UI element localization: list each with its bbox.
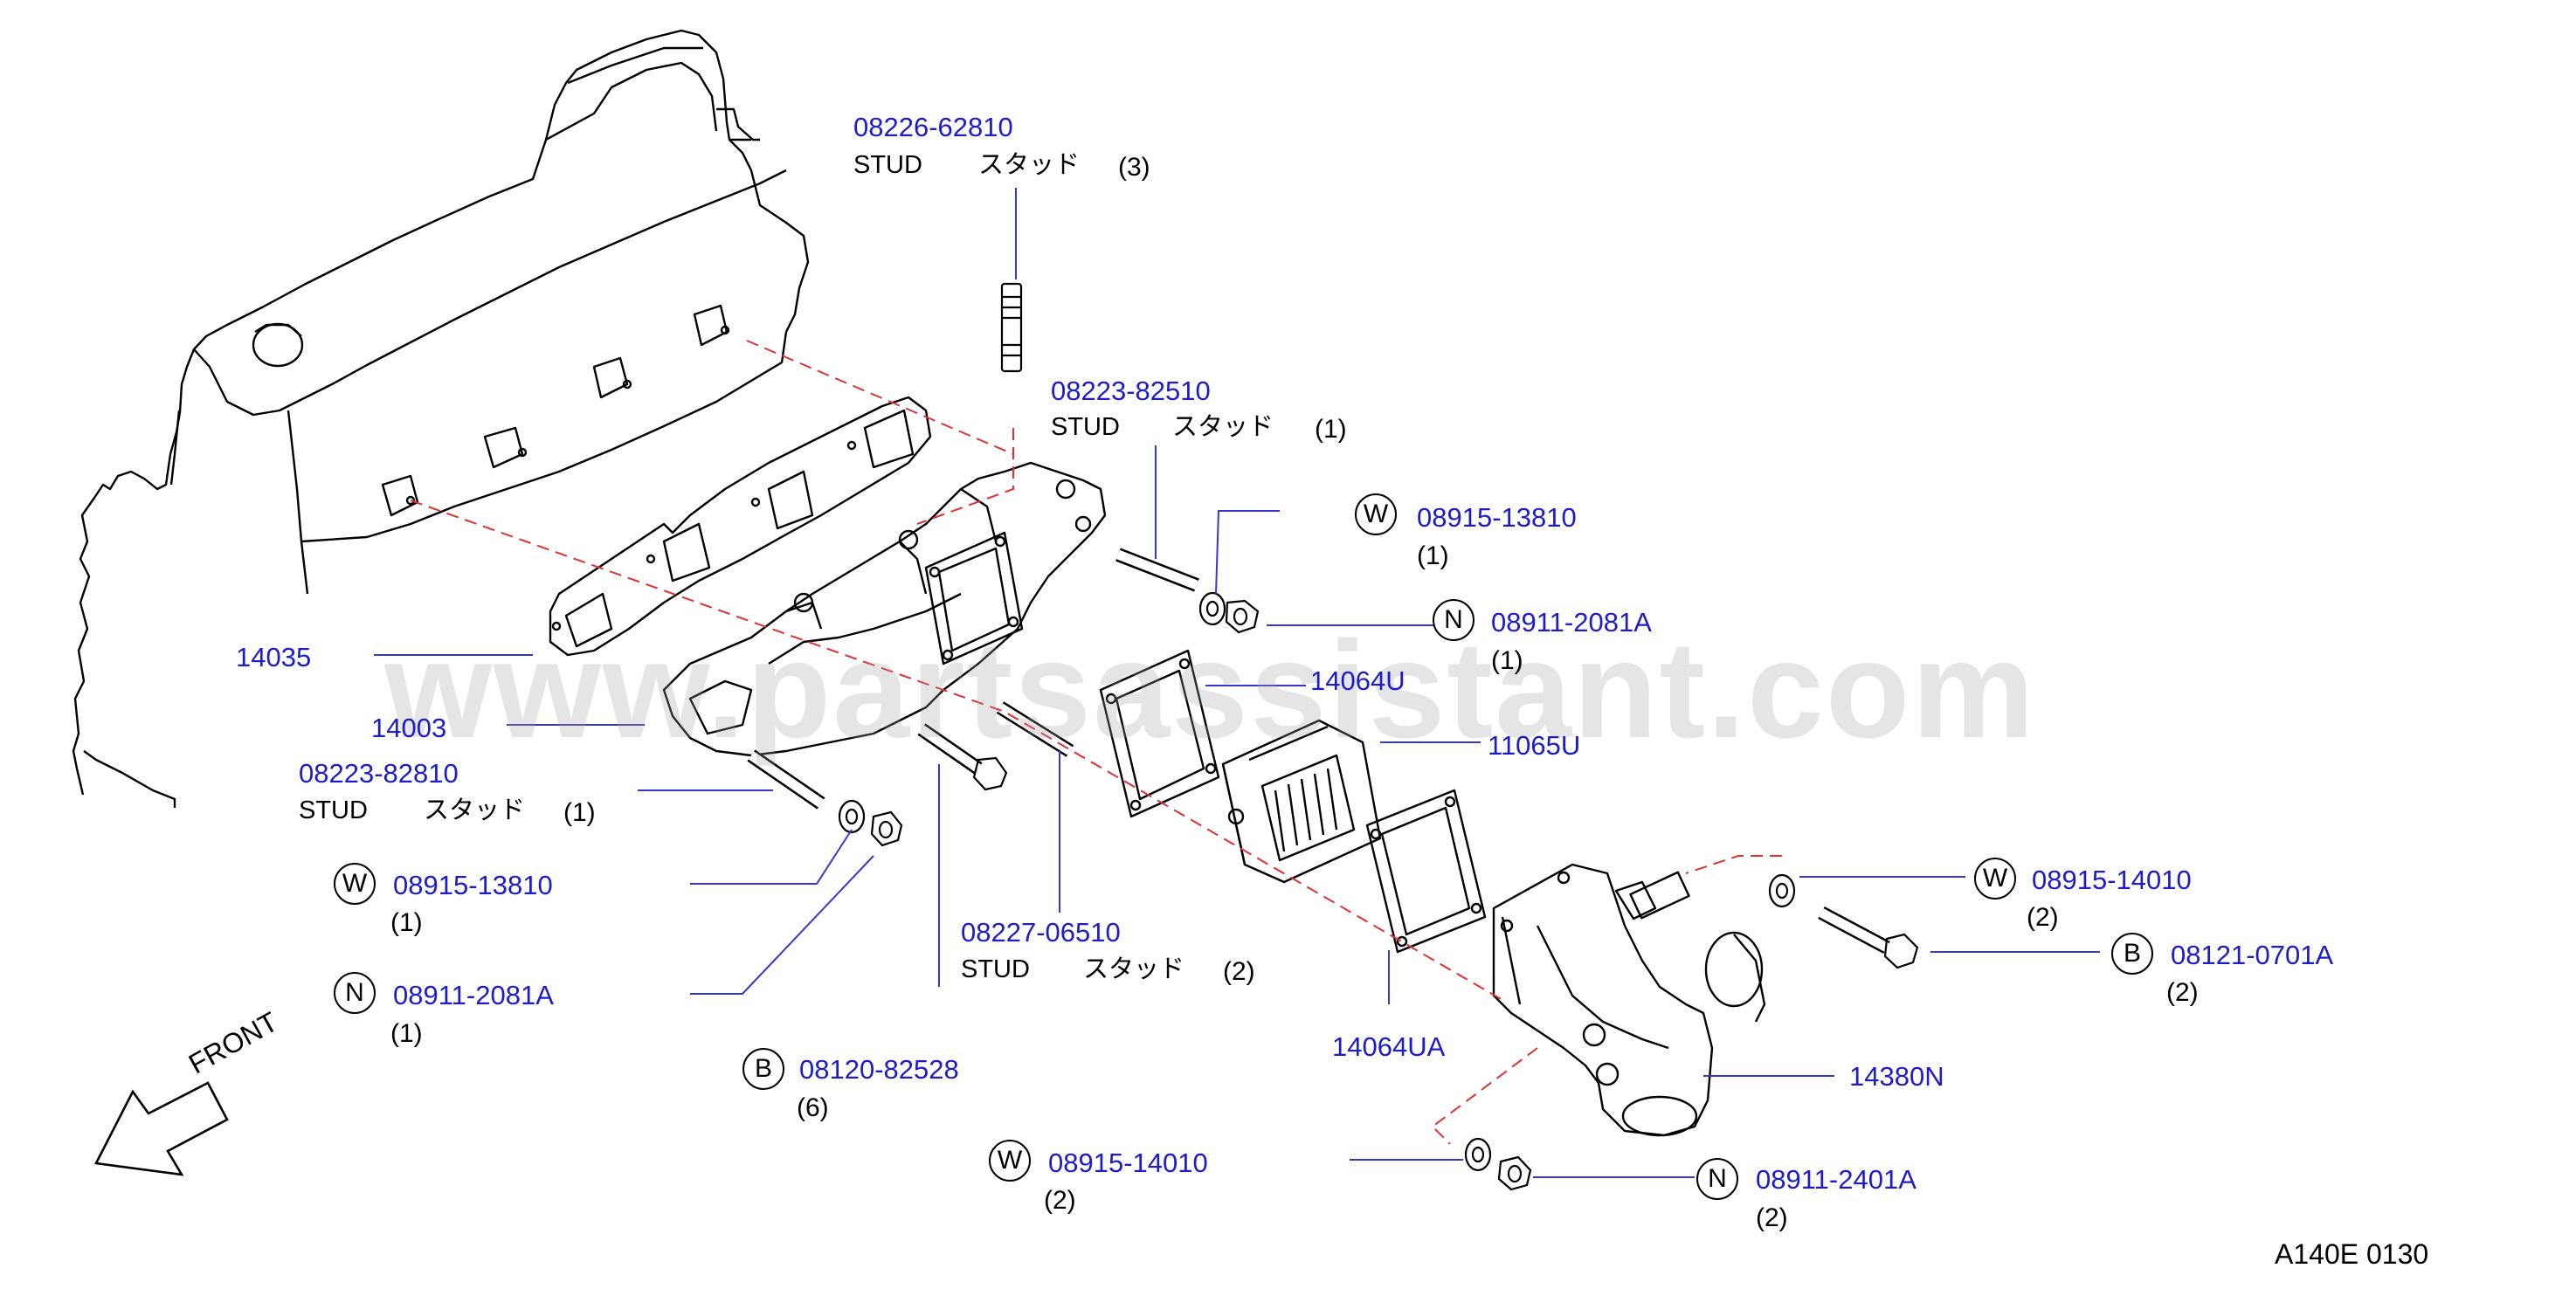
badge-b: B (2111, 933, 2153, 975)
callout-part-number: 08120-82528 (799, 1054, 959, 1085)
stud-name: STUD (1051, 413, 1120, 441)
callout-qty: (1) (1491, 646, 1523, 675)
callout-part-number: 08915-13810 (393, 870, 553, 900)
stud-qty: (1) (1315, 415, 1347, 444)
assembly-axis-lines (410, 340, 1782, 1145)
stud-name: STUD (299, 796, 368, 824)
callout-part-number: 08915-13810 (1417, 502, 1577, 533)
stud-name-jp: スタッド (978, 151, 1081, 179)
stud-name-jp: スタッド (1172, 413, 1274, 441)
callout-qty: (2) (1044, 1186, 1076, 1215)
callout-part-number: 08911-2081A (1491, 607, 1652, 638)
stud-name-jp: スタッド (1083, 955, 1185, 983)
front-arrow-icon (94, 1081, 229, 1176)
callout-qty: (1) (390, 908, 423, 937)
stud-name: STUD (853, 151, 922, 179)
flange-gasket-14064u (1099, 649, 1220, 818)
badge-w: W (1974, 858, 2016, 900)
callout-part-number: 08911-2081A (393, 980, 554, 1010)
stud-part-number: 08227-06510 (961, 917, 1121, 948)
exhaust-manifold-gasket (549, 396, 932, 657)
callout-part-number: 08911-2401A (1756, 1164, 1916, 1195)
exhaust-manifold (662, 461, 1107, 757)
badge-n: N (334, 972, 376, 1014)
callout-part-number: 08915-14010 (2032, 865, 2192, 895)
badge-w: W (1355, 493, 1397, 535)
part-label-11065u: 11065U (1488, 730, 1581, 761)
stud-name: STUD (961, 955, 1030, 983)
callout-qty: (1) (390, 1019, 423, 1048)
stud-part-number: 08223-82510 (1051, 376, 1211, 406)
callout-part-number: 08915-14010 (1048, 1148, 1208, 1178)
stud-qty: (1) (563, 798, 596, 827)
part-label-14003: 14003 (371, 713, 447, 743)
stud-part-number: 08223-82810 (299, 758, 459, 789)
badge-n: N (1433, 599, 1474, 641)
exhaust-elbow-14380n (1492, 863, 1766, 1137)
badge-w: W (989, 1140, 1031, 1182)
callout-part-number: 08121-0701A (2171, 940, 2334, 970)
part-label-14064ua: 14064UA (1332, 1031, 1446, 1062)
badge-w: W (334, 863, 376, 905)
callout-qty: (1) (1417, 541, 1449, 570)
badge-n: N (1696, 1158, 1738, 1200)
stud-qty: (3) (1118, 153, 1150, 182)
part-label-14380n: 14380N (1849, 1061, 1944, 1092)
badge-b: B (742, 1048, 784, 1090)
callout-qty: (2) (2027, 903, 2059, 932)
stud-name-jp: スタッド (424, 796, 526, 824)
part-label-14064u: 14064U (1310, 665, 1405, 696)
watermark: www.partsassistant.com (384, 613, 2036, 767)
callout-qty: (6) (797, 1093, 829, 1122)
part-label-14035: 14035 (236, 642, 312, 672)
flange-gasket-14064ua (1365, 789, 1487, 954)
engine-block (72, 29, 810, 808)
figure-code: A140E 0130 (2275, 1238, 2429, 1270)
callout-qty: (2) (1756, 1203, 1788, 1232)
leader-lines (374, 188, 2100, 1178)
callout-qty: (2) (2166, 978, 2199, 1007)
stud-part-number: 08226-62810 (853, 112, 1013, 142)
stud-qty: (2) (1223, 957, 1255, 986)
